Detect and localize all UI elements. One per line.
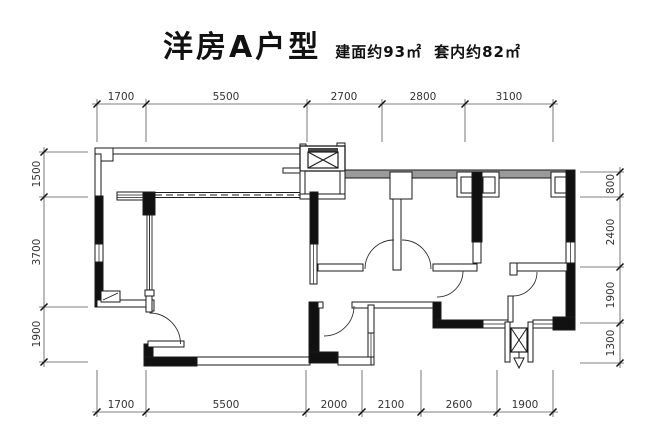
door-jamb [509, 262, 518, 276]
column [142, 191, 156, 216]
exterior-wall [552, 316, 576, 331]
door-swings [149, 239, 538, 345]
wall [367, 304, 375, 334]
dimension-lines [39, 99, 625, 417]
dim-label: 2700 [331, 91, 358, 103]
dim-label: 2100 [378, 399, 405, 411]
walls [94, 142, 576, 370]
dimension-labels: 1700 5500 2700 2800 3100 1700 5500 2000 … [31, 91, 617, 411]
sink-icon [100, 290, 121, 303]
left-dimension-line [39, 147, 88, 367]
wall [145, 295, 153, 313]
kitchen-partition [146, 215, 153, 290]
wall [389, 171, 413, 200]
dim-label: 1700 [108, 91, 135, 103]
door-jamb [144, 289, 155, 297]
sliding-door [155, 192, 300, 198]
bottom-wall [196, 356, 311, 366]
entry-door-leaf [147, 340, 185, 348]
dim-label: 3100 [496, 91, 523, 103]
page-title: 洋房A户型 [163, 30, 322, 65]
wall [282, 167, 301, 174]
door-arc [401, 239, 432, 270]
dim-label: 1900 [31, 321, 43, 348]
wall [351, 301, 438, 309]
dim-label: 800 [605, 174, 617, 194]
dim-label: 1500 [31, 161, 43, 188]
balcony-left-wall [94, 153, 102, 197]
door-arc [149, 312, 181, 345]
dim-label: 1900 [605, 282, 617, 309]
dim-label: 5500 [213, 91, 240, 103]
exterior-wall [94, 195, 104, 245]
wall [317, 301, 324, 309]
wall [308, 351, 339, 364]
dim-label: 2400 [605, 219, 617, 246]
wall [507, 295, 514, 323]
area-built-label: 建面约93㎡ [335, 43, 423, 61]
wall [299, 193, 346, 200]
exterior-wall [436, 319, 484, 329]
elevator-shaft-icon [299, 142, 346, 172]
area-info: 建面约93㎡ 套内约82㎡ [335, 41, 521, 62]
wall [432, 263, 478, 272]
wall [317, 263, 364, 272]
area-inner-label: 套内约82㎡ [434, 43, 521, 61]
dim-label: 2800 [410, 91, 437, 103]
window [116, 191, 144, 201]
door-arc [364, 239, 395, 270]
bottom-dimension-line [92, 370, 558, 417]
entry-arrow-icon [513, 352, 525, 370]
balcony-top-wall [94, 147, 311, 155]
wall [309, 191, 319, 245]
wall [392, 198, 402, 271]
dim-label: 1700 [108, 399, 135, 411]
wall [509, 262, 568, 272]
door-arc [512, 271, 538, 297]
dim-label: 3700 [31, 239, 43, 266]
header: 洋房A户型 建面约93㎡ 套内约82㎡ [163, 22, 521, 66]
right-dimension-line [580, 167, 625, 368]
door-arc [436, 270, 464, 298]
dim-label: 2000 [321, 399, 348, 411]
bottom-wall [337, 356, 372, 366]
top-dimension-line [92, 99, 558, 142]
wall [143, 356, 198, 367]
dim-label: 2600 [446, 399, 473, 411]
exterior-wall [565, 169, 576, 243]
bay-window [478, 171, 500, 198]
dim-label: 5500 [213, 399, 240, 411]
dim-label: 1900 [512, 399, 539, 411]
dim-label: 1300 [605, 330, 617, 357]
column [471, 171, 483, 243]
door-arc [323, 305, 355, 337]
wall [472, 241, 482, 264]
